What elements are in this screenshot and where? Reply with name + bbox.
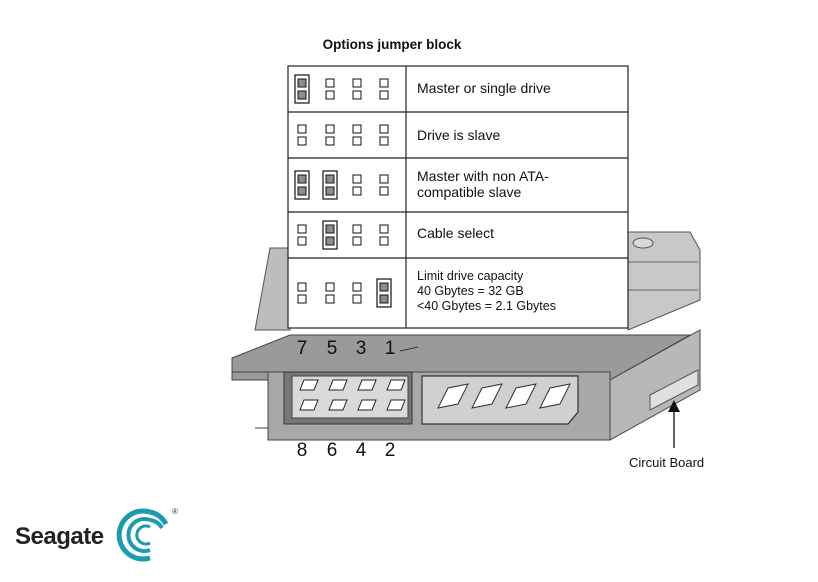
- connector-pin: [299, 399, 319, 411]
- jumper-pin: [379, 124, 389, 134]
- pin-number: 8: [296, 440, 308, 461]
- jumper-pin: [352, 90, 362, 100]
- jumper-pin: [325, 78, 335, 88]
- jumper-pin: [297, 186, 307, 196]
- jumper-pin: [352, 174, 362, 184]
- jumper-pin: [325, 124, 335, 134]
- jumper-pin: [379, 236, 389, 246]
- jumper-pin: [379, 90, 389, 100]
- seagate-swirl-icon: [116, 508, 169, 562]
- jumper-pin: [352, 136, 362, 146]
- connector-pins: [299, 379, 406, 411]
- jumper-pin: [379, 78, 389, 88]
- jumper-pin: [352, 78, 362, 88]
- jumper-pin: [325, 294, 335, 304]
- label-line: Cable select: [417, 225, 495, 241]
- pin-number: 1: [384, 338, 396, 359]
- circuit-board-label: Circuit Board: [629, 455, 705, 470]
- label-line: Master or single drive: [417, 80, 551, 96]
- jumper-block-title: Options jumper block: [322, 37, 462, 52]
- jumper-pin: [297, 136, 307, 146]
- jumper-pin: [325, 282, 335, 292]
- drive-body: [231, 231, 701, 441]
- jumper-pin: [379, 136, 389, 146]
- row-label-2: Drive is slave: [417, 127, 500, 143]
- connector-pin: [386, 399, 406, 411]
- connector-pin: [328, 379, 348, 391]
- jumper-pin: [325, 186, 335, 196]
- jumper-pin: [379, 294, 389, 304]
- jumper-pin: [379, 224, 389, 234]
- label-line: Master with non ATA-: [417, 168, 549, 184]
- row-label-4: Cable select: [417, 225, 494, 241]
- power-connector-pins: [437, 383, 571, 409]
- jumper-pin: [325, 236, 335, 246]
- jumper-pin: [352, 282, 362, 292]
- row-label-3: Master with non ATA- compatible slave: [417, 168, 549, 200]
- row-label-1: Master or single drive: [417, 80, 551, 96]
- pin-number: 6: [326, 440, 338, 461]
- pin-number: 5: [326, 338, 338, 359]
- jumper-pin: [297, 294, 307, 304]
- connector-pin: [357, 379, 377, 391]
- jumper-pin: [379, 186, 389, 196]
- jumper-pin: [352, 124, 362, 134]
- jumper-pin-grid: [294, 74, 392, 308]
- registered-mark: ®: [172, 507, 178, 516]
- jumper-pin: [297, 224, 307, 234]
- label-line: <40 Gbytes = 2.1 Gbytes: [417, 299, 556, 313]
- pin-number: 4: [355, 440, 367, 461]
- jumper-pin: [297, 174, 307, 184]
- connector-pin: [299, 379, 319, 391]
- pin-number: 7: [296, 338, 308, 359]
- jumper-pin: [352, 294, 362, 304]
- jumper-pin: [325, 224, 335, 234]
- seagate-logo-text: Seagate: [15, 523, 104, 550]
- pin-number: 3: [355, 338, 367, 359]
- pin-one-pointer: [399, 346, 419, 352]
- label-line: Drive is slave: [417, 127, 501, 143]
- label-line: Limit drive capacity: [417, 269, 524, 283]
- connector-pin: [386, 379, 406, 391]
- jumper-table: [287, 65, 629, 329]
- seagate-logo: ®: [116, 507, 178, 562]
- jumper-pin: [352, 186, 362, 196]
- row-label-5: Limit drive capacity 40 Gbytes = 32 GB <…: [417, 269, 556, 314]
- jumper-pin: [297, 282, 307, 292]
- label-line: 40 Gbytes = 32 GB: [417, 284, 524, 298]
- jumper-pin: [352, 236, 362, 246]
- jumper-pin: [325, 90, 335, 100]
- pin-number: 2: [384, 440, 396, 461]
- jumper-pin: [352, 224, 362, 234]
- jumper-pin: [297, 78, 307, 88]
- jumper-pin: [297, 236, 307, 246]
- connector-pin: [328, 399, 348, 411]
- jumper-pin: [325, 136, 335, 146]
- jumper-pin: [379, 174, 389, 184]
- circuit-board-arrow: [668, 400, 680, 448]
- label-line: compatible slave: [417, 184, 522, 200]
- jumper-pin: [297, 90, 307, 100]
- jumper-pin: [297, 124, 307, 134]
- jumper-pin: [379, 282, 389, 292]
- jumper-pin: [325, 174, 335, 184]
- connector-pin: [357, 399, 377, 411]
